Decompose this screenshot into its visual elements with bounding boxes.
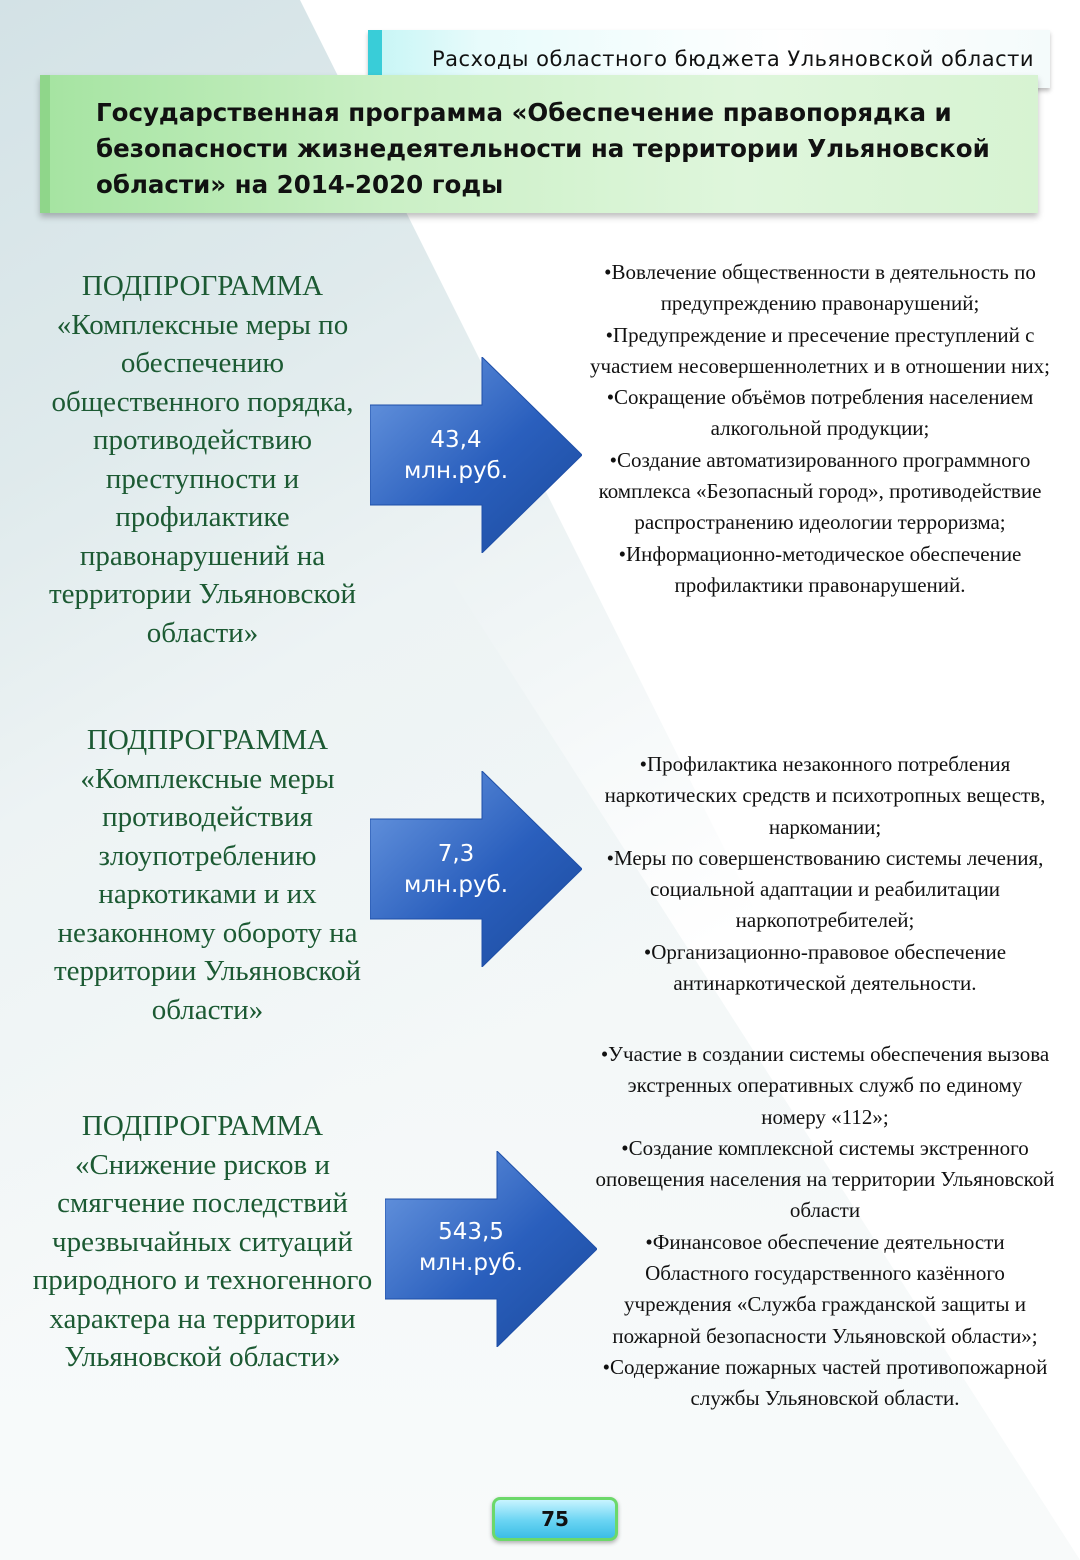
arrow-right-icon	[370, 357, 582, 553]
list-item: •Сокращение объёмов потребления населени…	[606, 385, 1034, 441]
subprogram-2-amount-arrow: 7,3 млн.руб.	[370, 771, 582, 967]
subprogram-1-heading: ПОДПРОГРАММА	[81, 270, 324, 302]
page-number: 75	[541, 1507, 569, 1531]
subprogram-3-amount-arrow: 543,5 млн.руб.	[385, 1151, 597, 1347]
list-item: •Профилактика незаконного потребления на…	[604, 752, 1046, 839]
program-title: Государственная программа «Обеспечение п…	[96, 98, 990, 199]
list-item: •Создание автоматизированного программно…	[598, 447, 1042, 535]
list-item: •Создание комплексной системы экстренног…	[595, 1135, 1055, 1223]
list-item: •Организационно-правовое обеспечение ант…	[643, 939, 1007, 996]
subprogram-1-amount-unit: млн.руб.	[403, 458, 509, 484]
list-item: •Финансовое обеспечение деятельности Обл…	[612, 1229, 1038, 1348]
subprogram-3-amount: 543,5 млн.руб.	[385, 1217, 557, 1279]
arrow-right-icon	[385, 1151, 597, 1347]
subprogram-1-measures: •Вовлечение общественности в деятельност…	[585, 257, 1055, 601]
subprogram-2-heading: ПОДПРОГРАММА	[86, 724, 329, 756]
section-banner-text: Расходы областного бюджета Ульяновской о…	[432, 47, 1034, 71]
subprogram-2-amount-unit: млн.руб.	[403, 872, 509, 898]
subprogram-3-name: «Снижение рисков и смягчение последствий…	[32, 1148, 373, 1374]
subprogram-2-name: «Комплексные меры противодействия злоупо…	[54, 762, 361, 1026]
subprogram-2-title: ПОДПРОГРАММА «Комплексные меры противоде…	[40, 721, 375, 1029]
subprogram-2-measures: •Профилактика незаконного потребления на…	[595, 749, 1055, 999]
subprogram-1-amount-value: 43,4	[430, 427, 482, 453]
list-item: •Содержание пожарных частей противопожар…	[602, 1354, 1048, 1411]
list-item: •Участие в создании системы обеспечения …	[600, 1042, 1050, 1129]
subprogram-1-title: ПОДПРОГРАММА «Комплексные меры по обеспе…	[30, 267, 375, 652]
subprogram-1-amount: 43,4 млн.руб.	[370, 425, 542, 487]
subprogram-3-amount-value: 543,5	[438, 1219, 504, 1245]
list-item: •Предупреждение и пресечение преступлени…	[590, 322, 1050, 378]
subprogram-3-heading: ПОДПРОГРАММА	[81, 1110, 324, 1142]
subprogram-3-measures: •Участие в создании системы обеспечения …	[595, 1039, 1055, 1415]
subprogram-3-amount-unit: млн.руб.	[418, 1250, 524, 1276]
subprogram-1-name: «Комплексные меры по обеспечению обществ…	[49, 308, 356, 649]
subprogram-3-title: ПОДПРОГРАММА «Снижение рисков и смягчени…	[30, 1107, 375, 1377]
list-item: •Информационно-методическое обеспечение …	[618, 541, 1022, 597]
page-number-badge: 75	[492, 1497, 618, 1541]
arrow-right-icon	[370, 771, 582, 967]
program-title-box: Государственная программа «Обеспечение п…	[40, 75, 1038, 213]
subprogram-2-amount: 7,3 млн.руб.	[370, 839, 542, 901]
subprogram-1-amount-arrow: 43,4 млн.руб.	[370, 357, 582, 553]
list-item: •Вовлечение общественности в деятельност…	[604, 260, 1036, 316]
subprogram-2-amount-value: 7,3	[437, 841, 475, 867]
list-item: •Меры по совершенствованию системы лечен…	[606, 845, 1044, 933]
